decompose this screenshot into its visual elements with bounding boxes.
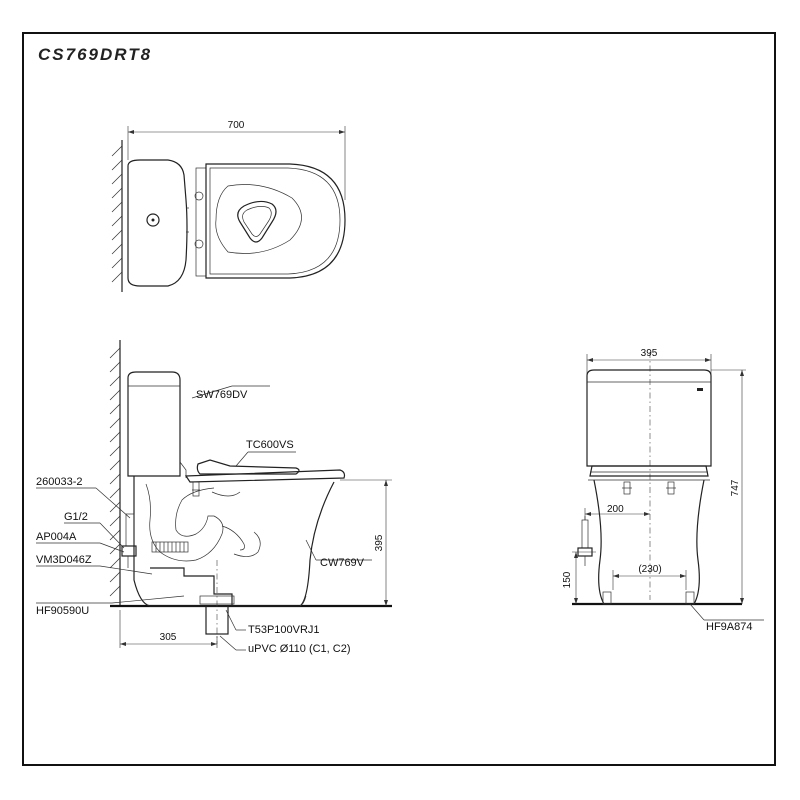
floor-bolt-icon [685, 591, 695, 605]
top-view: 700 [111, 120, 346, 292]
top-wall-hatching [111, 145, 123, 283]
pipe-label: uPVC Ø110 (C1, C2) [248, 643, 351, 655]
inlet-grille [151, 541, 189, 553]
front-foot-dimension: (230) [638, 564, 661, 575]
part-label-vm3d046z: VM3D046Z [36, 554, 92, 566]
top-width-dimension: 700 [228, 120, 245, 131]
side-lid [196, 459, 300, 475]
front-height-dimension: 747 [730, 479, 741, 496]
part-label-ap004a: AP004A [36, 531, 77, 543]
supply-pipe [125, 513, 135, 547]
floor-bolt-icon [602, 591, 612, 605]
side-height-dimension: 395 [374, 534, 385, 551]
seat-bolt-icon [192, 481, 200, 497]
part-label-hf90590u: HF90590U [36, 605, 89, 617]
tank-label: SW769DV [196, 389, 248, 401]
top-water-area [237, 200, 277, 243]
front-inlet-dimension: 200 [607, 504, 624, 515]
front-supply-pipe [581, 519, 589, 549]
side-wall-hatching [109, 347, 121, 597]
flange-label: T53P100VRJ1 [248, 624, 320, 636]
top-tank [127, 159, 188, 287]
side-trapway [145, 483, 224, 562]
drawing-frame [22, 32, 776, 766]
top-hinge-block [195, 167, 207, 277]
hinge-bolt-icon [194, 191, 204, 201]
side-tank [127, 371, 181, 477]
front-inlet-height-dimension: 150 [562, 571, 573, 588]
part-label-260033-2: 260033-2 [36, 476, 83, 488]
model-title: CS769DRT8 [38, 45, 153, 64]
front-tank [586, 369, 712, 467]
side-offset-dimension: 305 [160, 632, 177, 643]
brand-badge-icon [697, 388, 703, 391]
hinge-bolt-icon [194, 239, 204, 249]
bolt-label: HF9A874 [706, 621, 752, 633]
top-inner-bowl [215, 184, 302, 254]
front-view: 395 200 150 [562, 348, 764, 633]
top-bowl-outline [205, 163, 346, 279]
part-label-g1-2: G1/2 [64, 511, 88, 523]
front-bowl [593, 479, 705, 605]
bowl-label: CW769V [320, 557, 365, 569]
side-bowl-outline [133, 476, 335, 607]
side-view: 395 305 SW769DV TC600VS CW769V 260033-2 … [36, 340, 392, 655]
seat-label: TC600VS [246, 439, 294, 451]
front-width-dimension: 395 [641, 348, 658, 359]
flush-button-icon [146, 213, 160, 227]
side-outlet-flange [150, 567, 233, 606]
side-seat [184, 469, 346, 483]
front-seat [589, 465, 709, 477]
